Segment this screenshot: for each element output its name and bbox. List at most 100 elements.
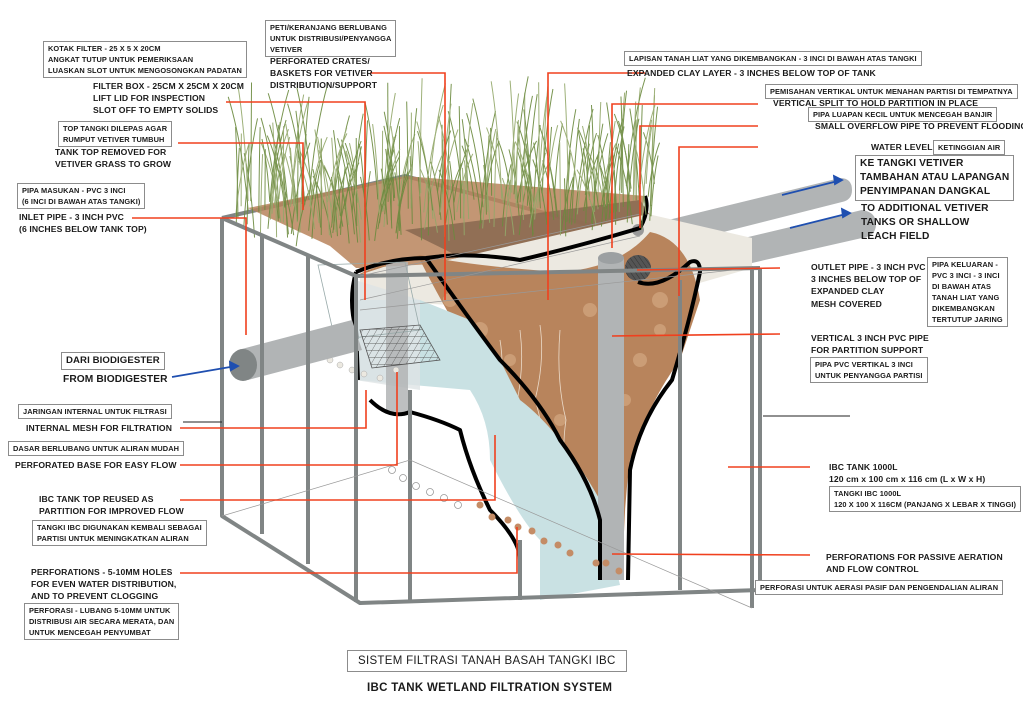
tank-top-label-id: TOP TANGKI DILEPAS AGAR RUMPUT VETIVER T… bbox=[58, 121, 173, 147]
crates-label-id: PETI/KERANJANG BERLUBANG UNTUK DISTRIBUS… bbox=[265, 20, 397, 57]
pointer-lines-black bbox=[183, 415, 850, 423]
perforations-label-en: PERFORATIONS - 5-10MM HOLES FOR EVEN WAT… bbox=[31, 567, 177, 602]
perforations-label-id: PERFORASI - LUBANG 5-10MM UNTUK DISTRIBU… bbox=[24, 603, 180, 640]
grass-blade bbox=[364, 101, 379, 200]
grass-blade bbox=[317, 136, 330, 236]
split-label-id: PEMISAHAN VERTIKAL UNTUK MENAHAN PARTISI… bbox=[765, 84, 1018, 99]
grass-blade bbox=[348, 142, 359, 203]
grass-blade bbox=[645, 127, 653, 184]
filter-box-label-en: FILTER BOX - 25CM X 25CM X 20CM LIFT LID… bbox=[93, 81, 244, 116]
biodigester-label-id: DARI BIODIGESTER bbox=[61, 352, 165, 370]
grass-blade bbox=[564, 83, 569, 188]
partition-label-id: TANGKI IBC DIGUNAKAN KEMBALI SEBAGAI PAR… bbox=[32, 520, 207, 546]
split-label-en: VERTICAL SPLIT TO HOLD PARTITION IN PLAC… bbox=[773, 98, 979, 108]
grass-blade bbox=[446, 189, 450, 241]
grass-blade bbox=[340, 166, 346, 235]
grass-blade bbox=[337, 174, 350, 226]
biodigester-label-en: FROM BIODIGESTER bbox=[63, 374, 168, 385]
grass-blade bbox=[627, 118, 640, 210]
grass-blade bbox=[649, 106, 659, 221]
grass-blade bbox=[235, 148, 240, 224]
grass-blade bbox=[372, 123, 380, 214]
grass-blade bbox=[482, 128, 497, 229]
grass-blade bbox=[419, 168, 438, 233]
aeration-label-en: PERFORATIONS FOR PASSIVE AERATION AND FL… bbox=[826, 552, 1003, 575]
base-label-id: DASAR BERLUBANG UNTUK ALIRAN MUDAH bbox=[8, 441, 185, 456]
grass-blade bbox=[574, 108, 594, 224]
grass-blade bbox=[461, 145, 475, 200]
grass-blade bbox=[587, 151, 605, 207]
title-en: IBC TANK WETLAND FILTRATION SYSTEM bbox=[367, 682, 613, 694]
grass-blade bbox=[284, 153, 298, 223]
grass-blade bbox=[269, 89, 290, 202]
grass-blade bbox=[447, 111, 463, 194]
grass-blade bbox=[382, 148, 401, 211]
grass-blade bbox=[358, 143, 365, 199]
grass-blade bbox=[417, 141, 422, 194]
grass-blade bbox=[571, 118, 580, 225]
grass-blade bbox=[501, 164, 512, 227]
grass-blade bbox=[270, 168, 275, 220]
grass-blade bbox=[296, 87, 313, 200]
grass-blade bbox=[479, 110, 496, 229]
grass-blade bbox=[559, 142, 561, 236]
grass-blade bbox=[397, 133, 416, 207]
grass-blade bbox=[250, 82, 253, 202]
grass-blade bbox=[330, 176, 338, 237]
grass-blade bbox=[297, 125, 299, 222]
grass-blade bbox=[590, 133, 609, 224]
grass-blade bbox=[591, 123, 604, 231]
grass-blade bbox=[608, 143, 620, 219]
grass-blade bbox=[583, 151, 600, 212]
grass-blade bbox=[298, 160, 316, 230]
grass-blade bbox=[272, 122, 278, 238]
grass-blade bbox=[289, 147, 295, 206]
inlet-label-id: PIPA MASUKAN - PVC 3 INCI (6 INCI DI BAW… bbox=[17, 183, 146, 209]
grass-blade bbox=[259, 154, 264, 237]
grass-blade bbox=[295, 190, 310, 247]
grass-blade bbox=[246, 143, 250, 225]
grass-blade bbox=[564, 109, 577, 209]
grass-blade bbox=[600, 154, 616, 207]
grass-blade bbox=[395, 164, 413, 234]
grass-blade bbox=[537, 96, 548, 208]
filter-box bbox=[317, 261, 441, 382]
grass-blade bbox=[335, 162, 350, 244]
grass-blade bbox=[439, 129, 459, 213]
grass-blade bbox=[461, 167, 465, 236]
grass-blade bbox=[515, 119, 519, 207]
mesh-label-id: JARINGAN INTERNAL UNTUK FILTRASI bbox=[18, 404, 172, 419]
grass-blade bbox=[626, 144, 630, 223]
grass-blade bbox=[504, 179, 511, 237]
grass-blade bbox=[547, 157, 558, 217]
grass-blade bbox=[380, 168, 388, 225]
grass-blade bbox=[458, 106, 462, 219]
outlet-label-id: PIPA KELUARAN - PVC 3 INCI - 3 INCI DI B… bbox=[927, 257, 1008, 327]
grass-blade bbox=[227, 96, 249, 211]
grass-blade bbox=[483, 164, 491, 223]
mesh-label-en: INTERNAL MESH FOR FILTRATION bbox=[26, 423, 173, 433]
grass-blade bbox=[486, 127, 504, 203]
grass-blade bbox=[532, 159, 548, 225]
vetiver-grass bbox=[227, 76, 661, 247]
grass-blade bbox=[235, 126, 239, 218]
grass-blade bbox=[309, 136, 328, 207]
grass-blade bbox=[516, 121, 533, 189]
grass-blade bbox=[519, 95, 533, 203]
grass-blade bbox=[406, 101, 409, 209]
grass-blade bbox=[383, 111, 396, 199]
grass-blade bbox=[463, 160, 470, 220]
grass-blade bbox=[377, 177, 394, 230]
grass-blade bbox=[466, 113, 484, 208]
grass-blade bbox=[438, 169, 456, 240]
filter-box-label-id: KOTAK FILTER - 25 X 5 X 20CM ANGKAT TUTU… bbox=[43, 41, 247, 78]
water-level-label-en: WATER LEVEL bbox=[871, 142, 933, 152]
grass-blade bbox=[327, 133, 348, 203]
grass-blade bbox=[529, 162, 550, 228]
leader-lines bbox=[132, 72, 811, 574]
tank-frame-thin bbox=[221, 213, 753, 609]
grass-blade bbox=[650, 88, 656, 205]
grass-blade bbox=[243, 118, 259, 227]
grass-blade bbox=[314, 129, 324, 209]
